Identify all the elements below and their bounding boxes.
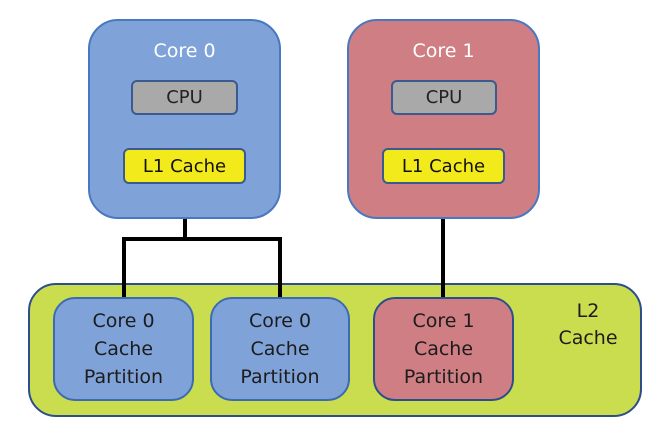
partition-b-line2: Cache	[250, 338, 310, 360]
l2-label-line2: Cache	[558, 327, 618, 349]
core-0-l1-cache: L1 Cache	[123, 148, 246, 184]
core-1-title: Core 1	[412, 40, 475, 62]
partition-c-line3: Partition	[403, 366, 484, 388]
partition-a-line3: Partition	[83, 366, 164, 388]
core1-l1-to-partition-wire	[441, 185, 445, 299]
partition-a-line1: Core 0	[92, 310, 155, 332]
core0-bus-wire	[122, 237, 282, 241]
core-0-cpu: CPU	[131, 80, 238, 115]
core-1-cache-partition: Core 1 Cache Partition	[373, 297, 514, 401]
core0-partition-a-wire	[122, 237, 126, 299]
core-0: Core 0	[88, 19, 281, 219]
core-0-title: Core 0	[153, 40, 216, 62]
partition-c-line1: Core 1	[412, 310, 475, 332]
core-0-cache-partition-a: Core 0 Cache Partition	[53, 297, 194, 401]
partition-c-line2: Cache	[413, 338, 474, 360]
l2-label-line1: L2	[576, 300, 600, 322]
core0-partition-b-wire	[278, 237, 282, 299]
core-1-l1-cache: L1 Cache	[382, 148, 505, 184]
core-1: Core 1	[347, 19, 540, 219]
l2-cache-label: L2 Cache	[548, 298, 628, 352]
partition-b-line1: Core 0	[248, 310, 312, 332]
partition-b-line3: Partition	[240, 366, 320, 388]
core-1-cpu: CPU	[391, 80, 497, 115]
core-0-cache-partition-b: Core 0 Cache Partition	[210, 297, 350, 401]
partition-a-line2: Cache	[93, 338, 154, 360]
